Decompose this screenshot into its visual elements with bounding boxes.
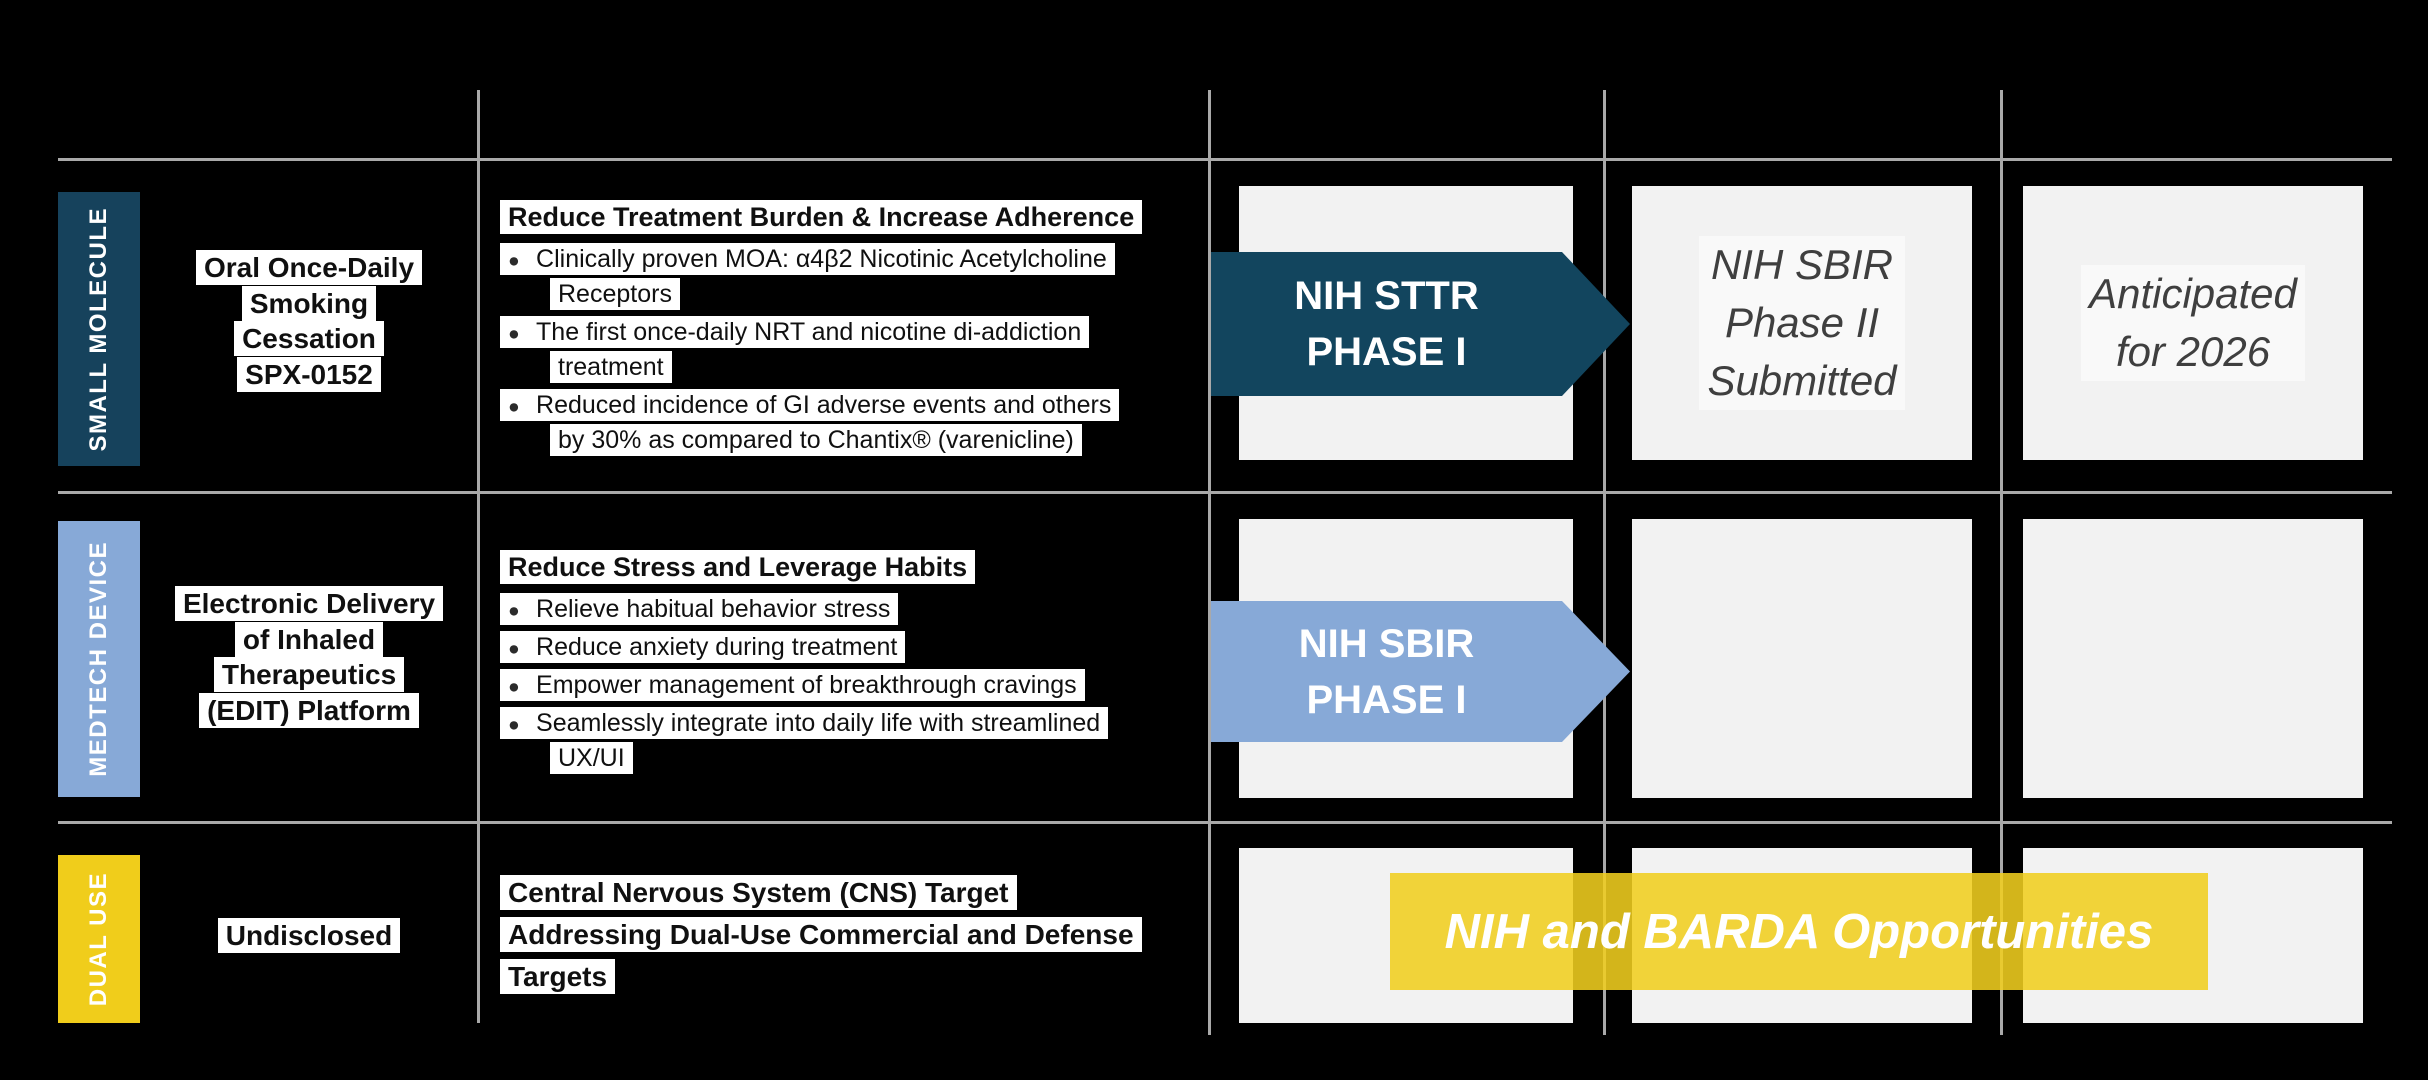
description-row1: Reduce Treatment Burden & Increase Adher… <box>500 200 1212 458</box>
grid-vline-1 <box>477 90 480 1023</box>
category-tab-small-molecule: SMALL MOLECULE <box>58 192 140 466</box>
program-name-text: Undisclosed <box>217 918 401 953</box>
milestone-note-anticipated-2026: Anticipated for 2026 <box>2023 186 2363 460</box>
bullet-item: Reduce anxiety during treatment <box>500 630 1212 665</box>
grid-vline-2 <box>1208 90 1211 1035</box>
milestone-note-phase2-submitted: NIH SBIR Phase II Submitted <box>1632 186 1972 460</box>
bullet-item: Clinically proven MOA: α4β2 Nicotinic Ac… <box>500 242 1212 312</box>
milestone-arrow-label: NIH STTR PHASE I <box>1294 274 1479 374</box>
grid-vline-3 <box>1603 90 1606 1035</box>
program-name-row1: Oral Once-Daily Smoking Cessation SPX-01… <box>140 250 478 392</box>
program-name-row3: Undisclosed <box>140 918 478 954</box>
opportunities-banner-label: NIH and BARDA Opportunities <box>1444 904 2154 959</box>
opportunities-banner: NIH and BARDA Opportunities <box>1390 873 2208 990</box>
description-row3: Central Nervous System (CNS) Target Addr… <box>500 872 1212 998</box>
bullet-item: Reduced incidence of GI adverse events a… <box>500 388 1212 458</box>
grid-hline-1 <box>58 158 2392 161</box>
bullet-item: The first once-daily NRT and nicotine di… <box>500 315 1212 385</box>
milestone-arrow-nih-sttr-phase1: NIH STTR PHASE I <box>1211 252 1630 396</box>
phase-box-row2-col3 <box>2023 519 2363 798</box>
bullet-item: Seamlessly integrate into daily life wit… <box>500 706 1212 776</box>
grid-vline-4 <box>2000 90 2003 1035</box>
category-label: MEDTECH DEVICE <box>85 541 112 777</box>
program-name-text: Oral Once-Daily Smoking Cessation SPX-01… <box>195 250 423 392</box>
grid-hline-3 <box>58 821 2392 824</box>
program-name-row2: Electronic Delivery of Inhaled Therapeut… <box>140 586 478 728</box>
phase-box-row2-col2 <box>1632 519 1972 798</box>
milestone-arrow-nih-sbir-phase1: NIH SBIR PHASE I <box>1211 601 1630 742</box>
description-heading: Reduce Stress and Leverage Habits <box>500 550 1212 586</box>
bullet-item: Relieve habitual behavior stress <box>500 592 1212 627</box>
category-label: SMALL MOLECULE <box>85 206 112 452</box>
category-tab-medtech-device: MEDTECH DEVICE <box>58 521 140 797</box>
category-label: DUAL USE <box>85 871 112 1007</box>
category-tab-dual-use: DUAL USE <box>58 855 140 1023</box>
program-name-text: Electronic Delivery of Inhaled Therapeut… <box>174 586 444 728</box>
description-row2: Reduce Stress and Leverage Habits Reliev… <box>500 550 1212 776</box>
grid-hline-2 <box>58 491 2392 494</box>
milestone-arrow-label: NIH SBIR PHASE I <box>1298 621 1475 722</box>
description-heading: Reduce Treatment Burden & Increase Adher… <box>500 200 1212 236</box>
bullet-item: Empower management of breakthrough cravi… <box>500 668 1212 703</box>
